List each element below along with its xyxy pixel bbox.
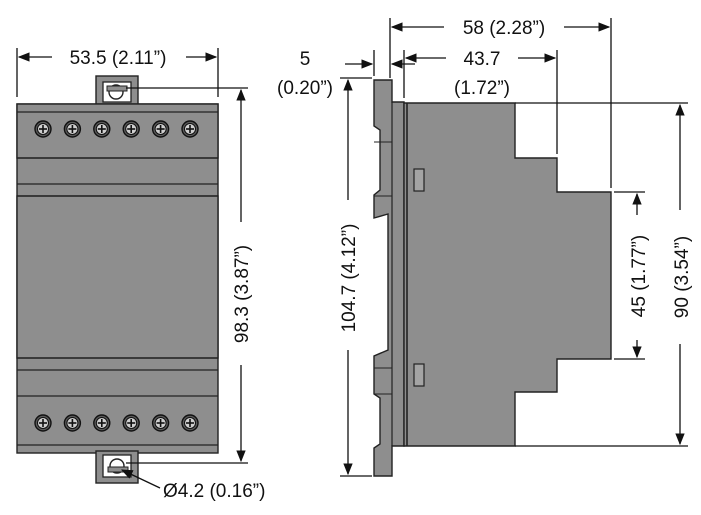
- terminal-screw: [93, 120, 111, 138]
- terminal-screw: [34, 414, 52, 432]
- side-body-height-dimension: 90 (3.54”): [515, 102, 693, 447]
- side-body-height-label: 90 (3.54”): [672, 236, 693, 318]
- hole-diameter-leader: Ø4.2 (0.16”): [120, 469, 265, 502]
- top-mounting-clip: [95, 75, 139, 107]
- front-width-dimension: 53.5 (2.11”): [16, 48, 219, 97]
- terminal-screw: [151, 414, 170, 432]
- side-body-depth-label: 43.7: [464, 49, 501, 70]
- clip-depth-dimension: 5 (0.20”): [277, 49, 415, 99]
- front-display-window: [16, 195, 219, 359]
- side-view: 58 (2.28”) 43.7 (1.72”) 5 (0.20”) 104.7 …: [277, 18, 693, 477]
- terminal-screw: [181, 414, 199, 432]
- side-slot-bottom: [413, 363, 425, 387]
- clip-depth-label-inch: (0.20”): [277, 78, 333, 99]
- side-slot-top: [413, 168, 425, 192]
- side-body-depth-label-inch: (1.72”): [454, 78, 510, 99]
- terminal-screw: [63, 414, 82, 432]
- side-front-height-dimension: 45 (1.77”): [614, 191, 650, 360]
- side-total-height-label: 104.7 (4.12”): [339, 224, 360, 333]
- terminal-screw: [93, 414, 111, 432]
- top-terminal-screws: [34, 120, 199, 138]
- din-clip-profile: [373, 79, 405, 477]
- front-width-label: 53.5 (2.11”): [70, 48, 167, 69]
- terminal-screw: [181, 120, 199, 138]
- terminal-screw: [63, 120, 82, 138]
- side-depth-dimension: 58 (2.28”): [389, 18, 612, 188]
- terminal-screw: [151, 120, 170, 138]
- front-height-label: 98.3 (3.87”): [232, 245, 253, 343]
- terminal-screw: [122, 414, 140, 432]
- side-front-height-label: 45 (1.77”): [629, 235, 650, 317]
- side-total-height-dimension: 104.7 (4.12”): [339, 77, 372, 477]
- bottom-mounting-clip: [95, 450, 139, 484]
- terminal-screw: [34, 120, 52, 138]
- front-height-dimension: 98.3 (3.87”): [126, 87, 253, 464]
- bottom-terminal-screws: [34, 414, 199, 432]
- terminal-screw: [122, 120, 140, 138]
- side-body-depth-dimension: 43.7 (1.72”): [403, 49, 558, 154]
- side-depth-label: 58 (2.28”): [463, 18, 545, 39]
- side-body: [403, 102, 612, 447]
- clip-depth-label: 5: [300, 49, 311, 70]
- hole-diameter-label: Ø4.2 (0.16”): [163, 481, 265, 502]
- front-view: 53.5 (2.11”) 98.3 (3.87”) Ø4.2 (0.16”): [16, 48, 265, 502]
